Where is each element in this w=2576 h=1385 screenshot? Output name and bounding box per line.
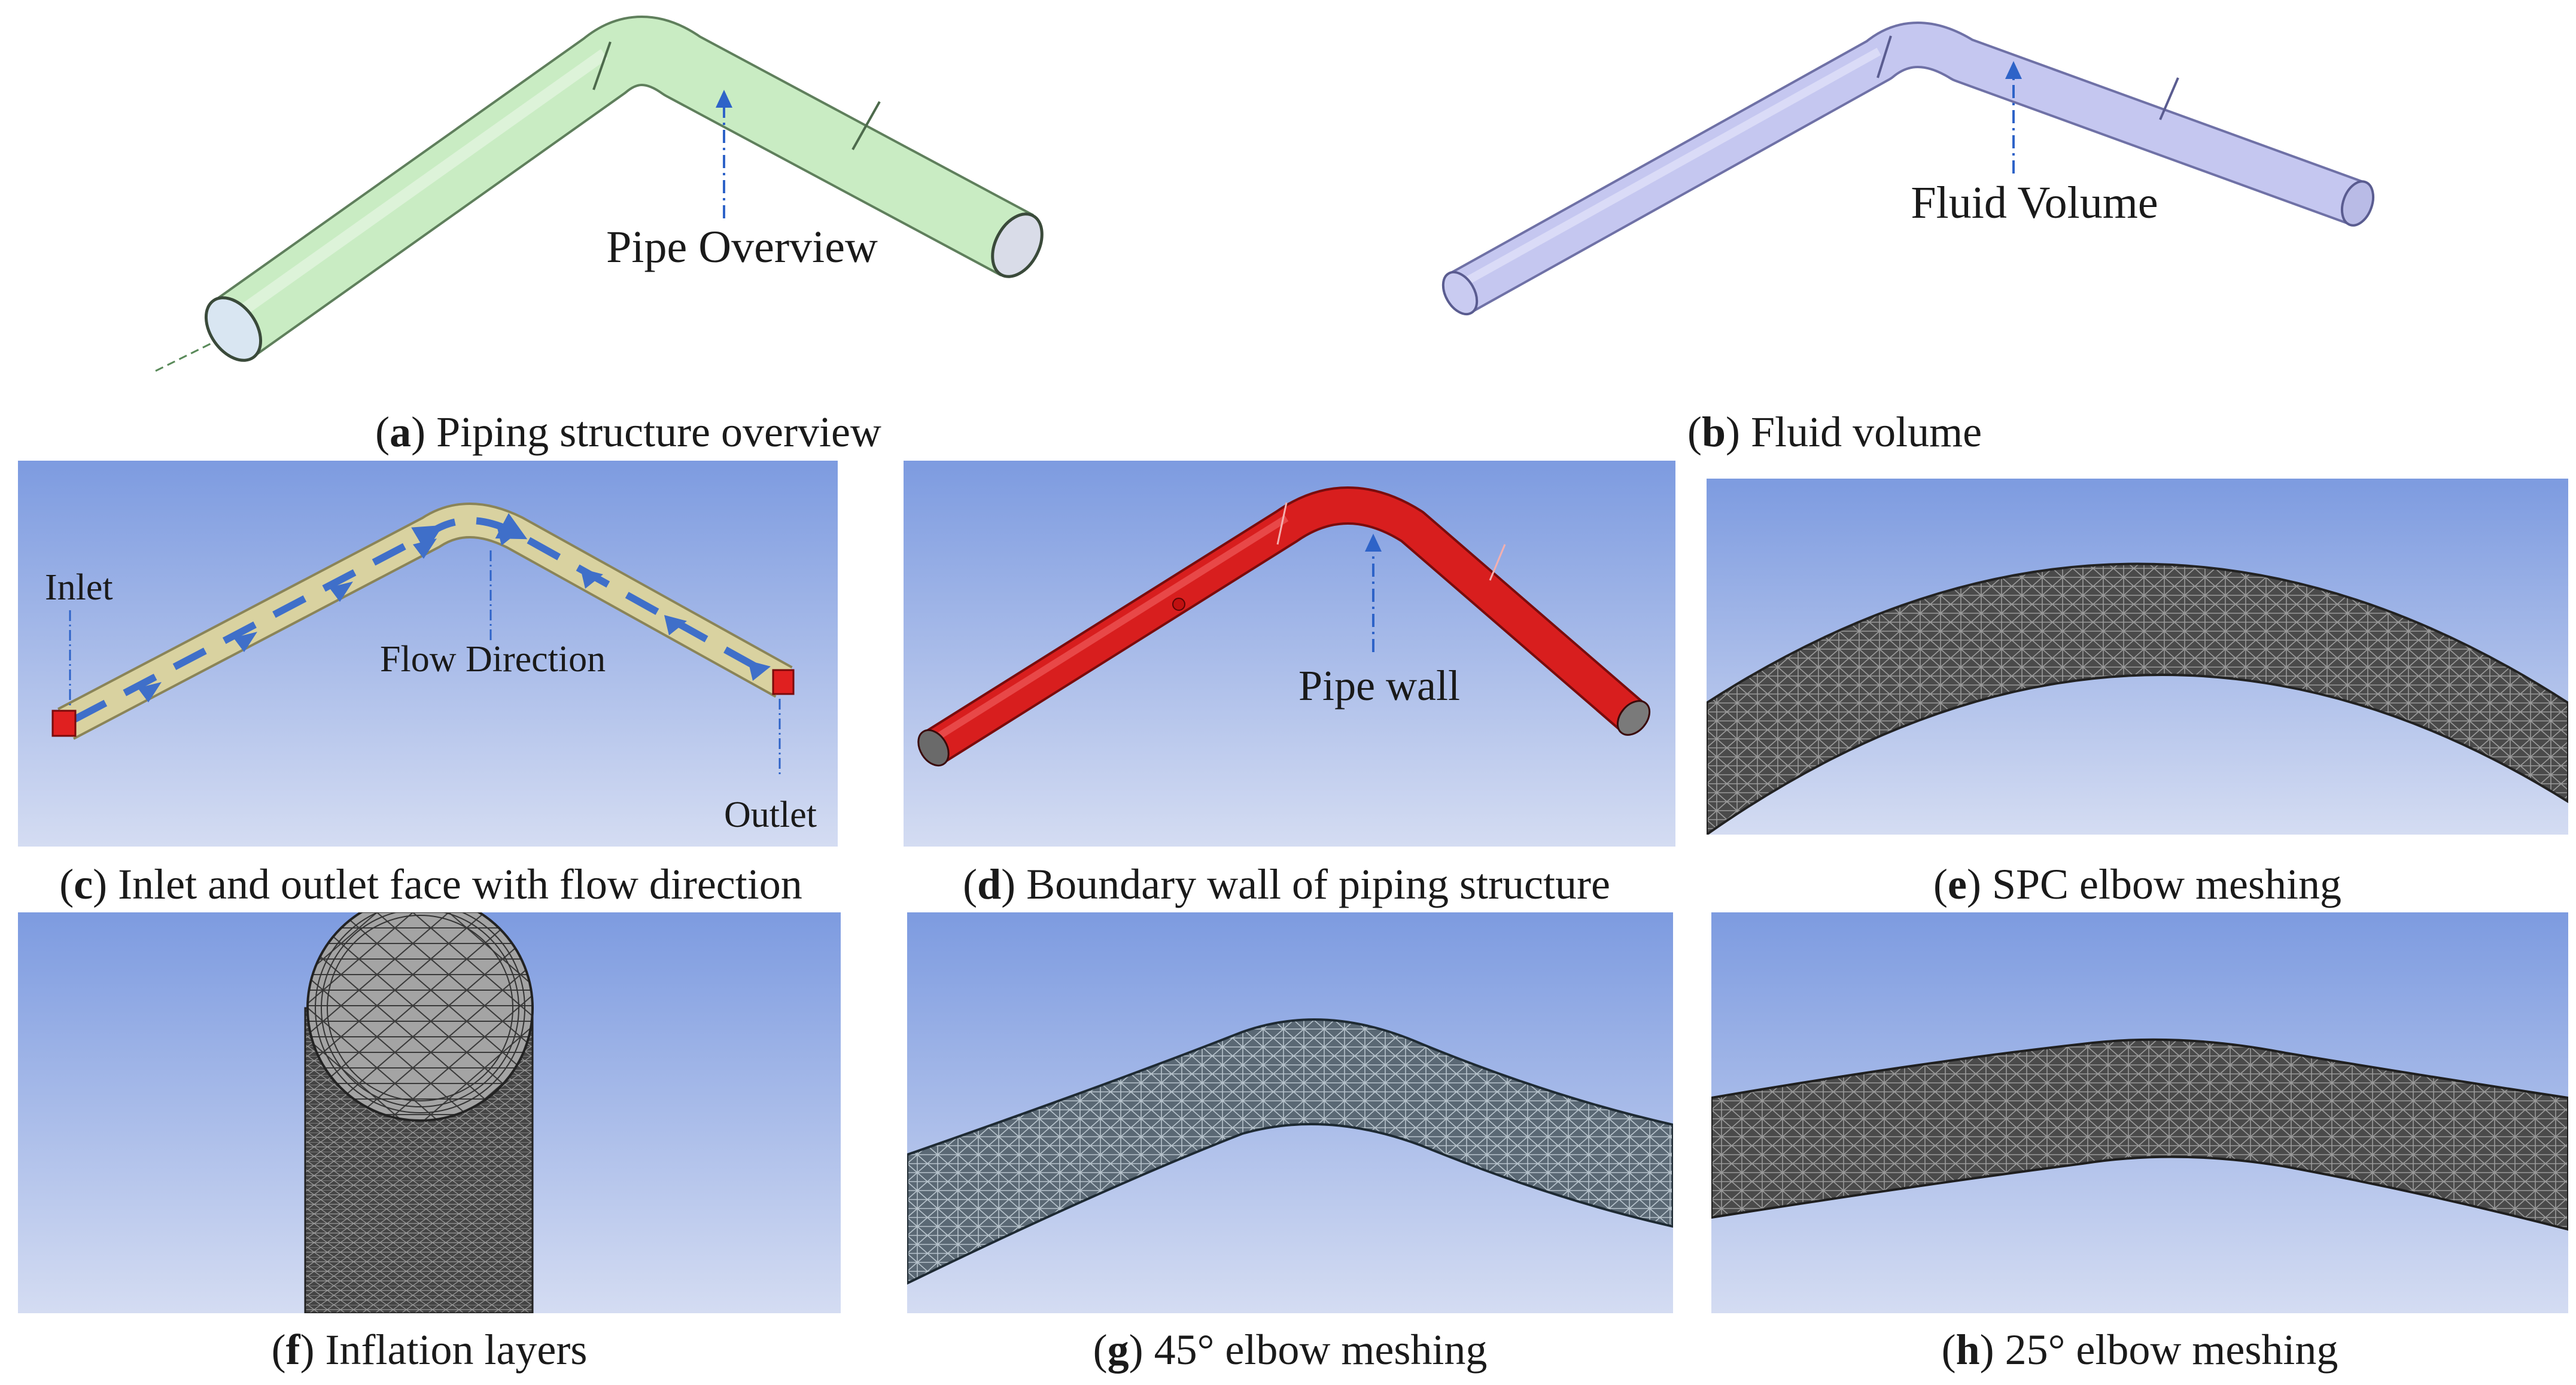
pipe-b-fill bbox=[1449, 24, 2365, 312]
caption-f: (f) Inflation layers bbox=[271, 1326, 588, 1374]
pipe-b-outlet-face bbox=[2340, 180, 2375, 227]
caption-c: (c) Inlet and outlet face with flow dire… bbox=[59, 860, 802, 908]
caption-h: (h) 25° elbow meshing bbox=[1941, 1326, 2338, 1374]
pipe-a-outlet-face bbox=[991, 212, 1044, 278]
pipe-a-inlet-face bbox=[204, 296, 263, 362]
panel-e-spc-mesh bbox=[1707, 479, 2568, 835]
panel-f-inflation bbox=[18, 912, 841, 1313]
pipe-overview-drawing: Pipe Overview bbox=[155, 16, 1044, 372]
annotation-pipe-wall: Pipe wall bbox=[1298, 662, 1460, 710]
panel-g-45-mesh bbox=[907, 912, 1673, 1313]
pipe-b-inlet-face bbox=[1441, 270, 1479, 316]
fluid-volume-drawing: Fluid Volume bbox=[1441, 22, 2375, 316]
label-outlet: Outlet bbox=[724, 795, 817, 835]
panel-d-pipe-wall: Pipe wall bbox=[904, 461, 1675, 847]
inlet-face bbox=[51, 710, 77, 737]
pipe-wall-drawing: Pipe wall bbox=[904, 461, 1675, 847]
inflation-layers-drawing bbox=[18, 912, 841, 1313]
panel-h-25-mesh bbox=[1711, 912, 2568, 1313]
elbow-45-mesh bbox=[907, 1018, 1673, 1285]
label-flow-direction: Flow Direction bbox=[380, 639, 606, 680]
outlet-face bbox=[772, 669, 795, 695]
elbow-25-mesh bbox=[1711, 1038, 2568, 1231]
caption-g: (g) 45° elbow meshing bbox=[1093, 1326, 1488, 1374]
annotation-fluid-volume: Fluid Volume bbox=[1911, 178, 2158, 228]
spc-mesh-drawing bbox=[1707, 479, 2568, 835]
caption-e: (e) SPC elbow meshing bbox=[1933, 860, 2341, 908]
caption-b: (b) Fluid volume bbox=[1687, 408, 1982, 456]
spc-elbow-mesh bbox=[1707, 562, 2568, 835]
annotation-pipe-overview: Pipe Overview bbox=[606, 222, 878, 272]
panel-c-inlet-outlet: Inlet Flow Direction Outlet bbox=[18, 461, 838, 847]
mesh-25-drawing bbox=[1711, 912, 2568, 1313]
label-inlet: Inlet bbox=[45, 567, 113, 608]
inflation-cap bbox=[306, 912, 534, 1122]
caption-d: (d) Boundary wall of piping structure bbox=[963, 860, 1610, 908]
panel-a-pipe-overview: Pipe Overview bbox=[144, 12, 1077, 395]
inlet-outlet-drawing: Inlet Flow Direction Outlet bbox=[18, 461, 838, 847]
pipe-a-fill bbox=[214, 18, 1033, 356]
panel-b-fluid-volume: Fluid Volume bbox=[1424, 12, 2382, 335]
mesh-45-drawing bbox=[907, 912, 1673, 1313]
caption-a: (a) Piping structure overview bbox=[375, 408, 881, 456]
pipe-d-fill bbox=[924, 489, 1645, 762]
